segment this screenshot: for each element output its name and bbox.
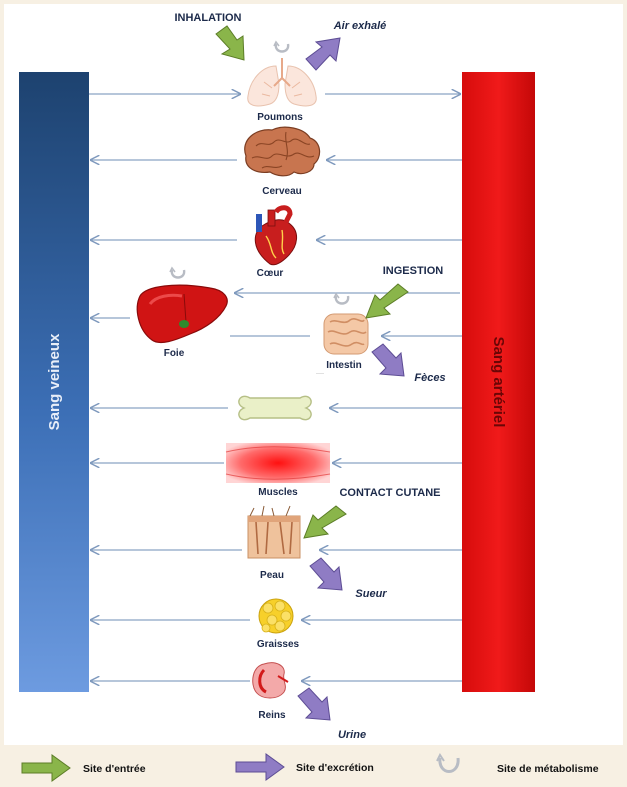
sweat-label: Sueur bbox=[355, 588, 387, 600]
ingestion-label: INGESTION bbox=[383, 265, 444, 277]
muscles-label: Muscles bbox=[258, 487, 298, 498]
legend-metabolism-label: Site de métabolisme bbox=[497, 763, 599, 775]
air-exhaled-label: Air exhalé bbox=[333, 20, 387, 32]
intestine-icon bbox=[324, 314, 368, 354]
legend-entry-arrow bbox=[22, 755, 70, 781]
arterial-blood-label: Sang artériel bbox=[490, 337, 507, 428]
legend-entry-label: Site d'entrée bbox=[83, 763, 146, 775]
feces-label: Fèces bbox=[414, 372, 445, 384]
legend: Site d'entrée Site d'excrétion Site de m… bbox=[22, 754, 599, 781]
intestine-tiny-mark: —— bbox=[316, 370, 324, 375]
lungs-label: Poumons bbox=[257, 112, 303, 123]
contact-cutane-label: CONTACT CUTANE bbox=[339, 487, 440, 499]
legend-metabolism-icon bbox=[437, 755, 458, 772]
brain-label: Cerveau bbox=[262, 186, 301, 197]
legend-excretion-arrow bbox=[236, 754, 284, 780]
skin-label: Peau bbox=[260, 570, 284, 581]
kidneys-icon bbox=[253, 663, 288, 698]
intestine-label: Intestin bbox=[326, 360, 362, 371]
fat-icon bbox=[259, 599, 293, 633]
kidneys-label: Reins bbox=[258, 710, 286, 721]
inhalation-label: INHALATION bbox=[174, 12, 241, 24]
muscles-icon bbox=[226, 443, 330, 483]
fat-label: Graisses bbox=[257, 639, 300, 650]
liver-label: Foie bbox=[164, 348, 185, 359]
bone-icon bbox=[239, 396, 311, 419]
urine-label: Urine bbox=[338, 729, 366, 741]
venous-blood-label: Sang veineux bbox=[46, 333, 63, 430]
heart-label: Cœur bbox=[257, 268, 284, 279]
legend-excretion-label: Site d'excrétion bbox=[296, 762, 374, 774]
